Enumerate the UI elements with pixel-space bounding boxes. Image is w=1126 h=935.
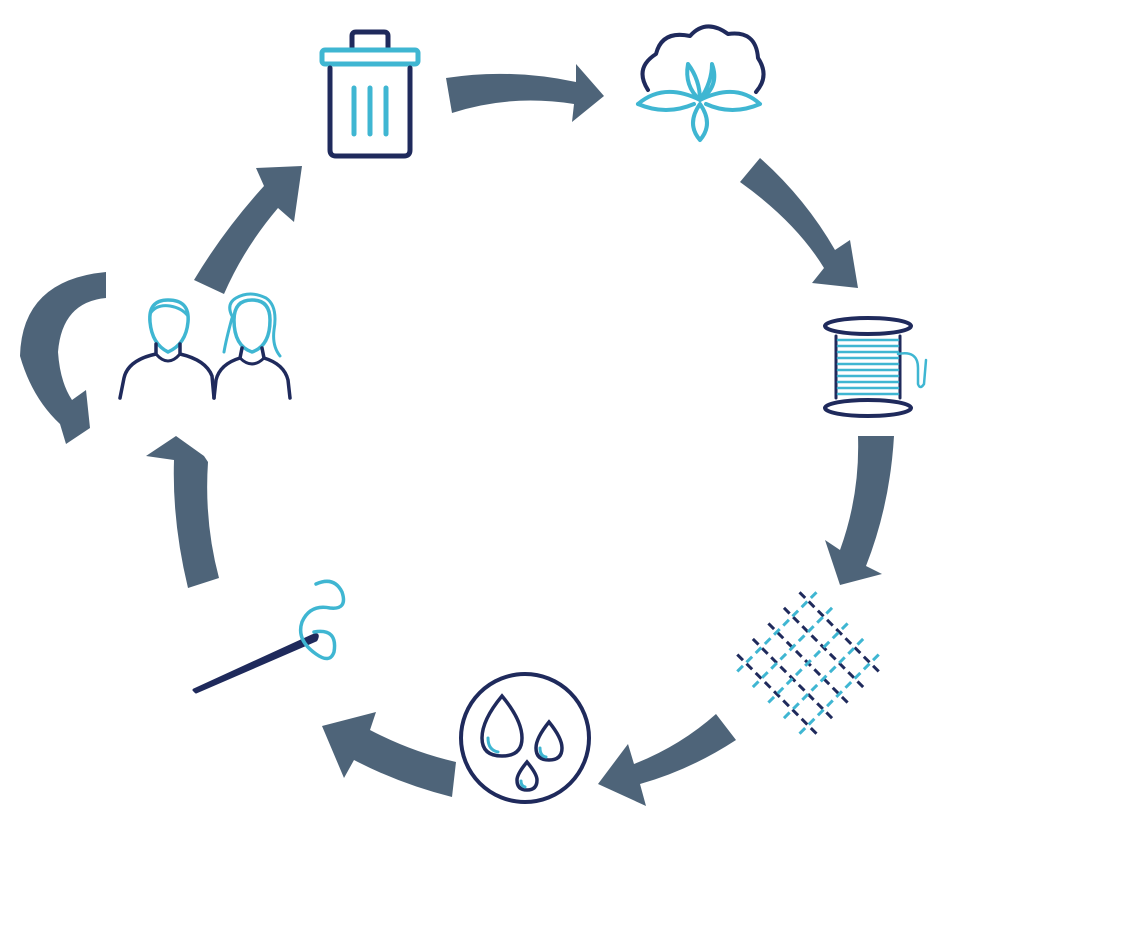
arrow-people-loop	[20, 272, 106, 444]
trash-bin-icon	[319, 29, 421, 159]
arrow-water-to-needle	[322, 712, 456, 797]
arrow-people-to-trash	[194, 166, 302, 294]
arrow-needle-to-people	[146, 436, 219, 588]
water-drops-icon	[459, 672, 591, 804]
arrow-spool-to-fabric	[825, 436, 894, 585]
people-icon	[118, 292, 292, 400]
arrow-fabric-to-water	[598, 714, 736, 806]
woven-fabric-icon	[736, 591, 880, 735]
cotton-plant-icon	[636, 24, 766, 142]
arrow-cotton-to-spool	[740, 158, 858, 288]
arrow-trash-to-cotton	[446, 64, 604, 122]
needle-thread-icon	[192, 579, 346, 694]
thread-spool-icon	[823, 316, 928, 418]
cycle-arrows	[20, 64, 894, 806]
